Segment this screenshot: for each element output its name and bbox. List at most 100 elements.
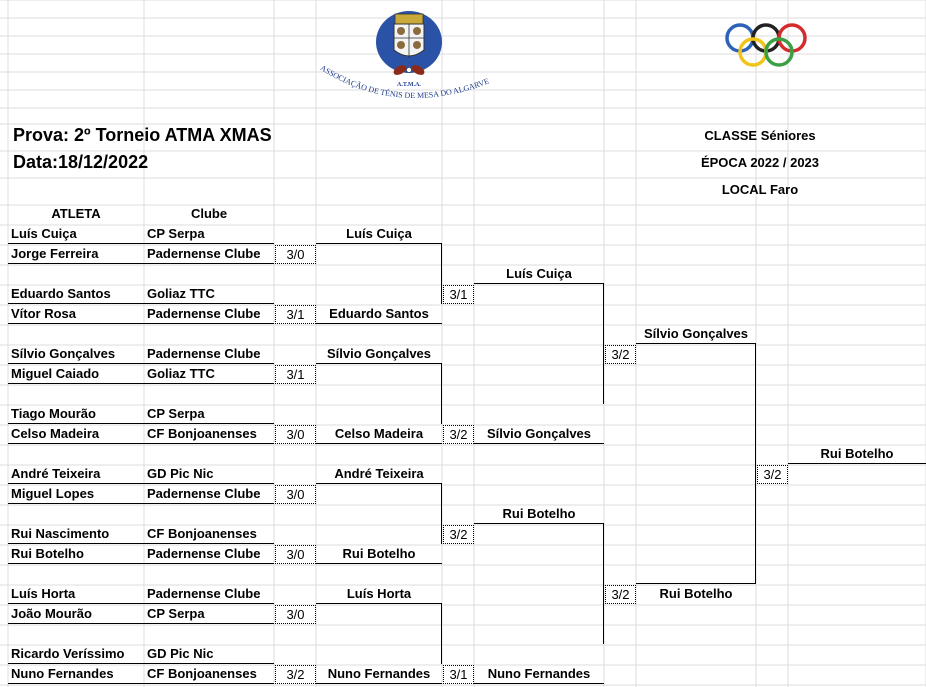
- round1-winner: Luís Cuiça: [346, 226, 412, 241]
- round2-winner: Luís Cuiça: [506, 266, 572, 281]
- player-underline: [8, 543, 274, 544]
- athlete-column-header: ATLETA: [51, 206, 101, 221]
- player-club: CF Bonjoanenses: [147, 426, 257, 441]
- final-line: [788, 463, 926, 464]
- player-name: Luís Horta: [11, 586, 76, 601]
- player-club: CP Serpa: [147, 226, 205, 241]
- player-name: Jorge Ferreira: [11, 246, 99, 261]
- player-club: CF Bonjoanenses: [147, 526, 257, 541]
- olympic-rings-icon: [725, 23, 807, 67]
- bracket-line: [603, 523, 604, 644]
- player-name: Miguel Lopes: [11, 486, 95, 501]
- bracket-line: [474, 683, 604, 684]
- player-name: João Mourão: [11, 606, 92, 621]
- final-score: 3/2: [757, 465, 788, 484]
- bracket-line: [603, 283, 604, 404]
- player-name: André Teixeira: [11, 466, 101, 481]
- round1-winner: Eduardo Santos: [329, 306, 429, 321]
- bracket-line: [316, 603, 442, 604]
- bracket-line: [474, 523, 604, 524]
- round1-winner: André Teixeira: [334, 466, 424, 481]
- bracket-line: [755, 343, 756, 584]
- player-underline: [8, 483, 274, 484]
- player-underline: [8, 303, 274, 304]
- player-name: Ricardo Veríssimo: [11, 646, 125, 661]
- player-underline: [8, 603, 274, 604]
- player-club: Padernense Clube: [147, 306, 261, 321]
- bracket-line: [316, 683, 442, 684]
- player-underline: [8, 663, 274, 664]
- bracket-line: [441, 603, 442, 664]
- player-underline: [8, 683, 274, 684]
- player-name: Nuno Fernandes: [11, 666, 114, 681]
- club-column-header: Clube: [190, 206, 228, 221]
- bracket-line: [636, 583, 756, 584]
- bracket-line: [316, 323, 442, 324]
- round2-score: 3/2: [443, 525, 474, 544]
- player-club: CP Serpa: [147, 406, 205, 421]
- player-underline: [8, 503, 274, 504]
- round1-score: 3/0: [275, 605, 316, 624]
- player-club: Goliaz TTC: [147, 286, 215, 301]
- round1-winner: Sílvio Gonçalves: [326, 346, 432, 361]
- player-club: Padernense Clube: [147, 546, 261, 561]
- bracket-line: [316, 443, 442, 444]
- player-underline: [8, 563, 274, 564]
- round1-score: 3/0: [275, 245, 316, 264]
- player-club: CP Serpa: [147, 606, 205, 621]
- player-club: Padernense Clube: [147, 486, 261, 501]
- final-winner: Rui Botelho: [820, 446, 894, 461]
- svg-text:A.T.M.A.: A.T.M.A.: [397, 82, 421, 88]
- round1-winner: Nuno Fernandes: [327, 666, 431, 681]
- round1-score: 3/0: [275, 425, 316, 444]
- player-club: GD Pic Nic: [147, 646, 214, 661]
- player-name: Tiago Mourão: [11, 406, 96, 421]
- round2-score: 3/1: [443, 285, 474, 304]
- round1-score: 3/0: [275, 485, 316, 504]
- round3-score: 3/2: [605, 345, 636, 364]
- player-underline: [8, 263, 274, 264]
- round2-winner: Sílvio Gonçalves: [486, 426, 592, 441]
- player-name: Rui Nascimento: [11, 526, 110, 541]
- round1-score: 3/2: [275, 665, 316, 684]
- atma-logo: A.T.M.A. ASSOCIAÇÃO DE TÉNIS DE MESA DO …: [310, 0, 530, 118]
- player-club: GD Pic Nic: [147, 466, 214, 481]
- bracket-line: [441, 483, 442, 544]
- tournament-date: Data:18/12/2022: [13, 152, 149, 172]
- bracket-line: [474, 443, 604, 444]
- player-underline: [8, 383, 274, 384]
- player-club: Goliaz TTC: [147, 366, 215, 381]
- bracket-line: [316, 243, 442, 244]
- player-underline: [8, 363, 274, 364]
- bracket-line: [316, 483, 442, 484]
- player-underline: [8, 443, 274, 444]
- classe-label: CLASSE Séniores: [704, 128, 816, 143]
- epoca-label: ÉPOCA 2022 / 2023: [700, 155, 820, 170]
- round1-score: 3/0: [275, 545, 316, 564]
- bracket-line: [441, 243, 442, 304]
- round3-score: 3/2: [605, 585, 636, 604]
- tournament-title: Prova: 2º Torneio ATMA XMAS: [13, 125, 272, 145]
- player-underline: [8, 243, 274, 244]
- bracket-line: [636, 343, 756, 344]
- bracket-line: [316, 363, 442, 364]
- player-club: Padernense Clube: [147, 586, 261, 601]
- bracket-line: [474, 283, 604, 284]
- player-name: Vítor Rosa: [11, 306, 77, 321]
- player-underline: [8, 323, 274, 324]
- round2-score: 3/1: [443, 665, 474, 684]
- round1-winner: Rui Botelho: [342, 546, 416, 561]
- round1-score: 3/1: [275, 305, 316, 324]
- round1-winner: Celso Madeira: [334, 426, 424, 441]
- player-club: Padernense Clube: [147, 246, 261, 261]
- round1-score: 3/1: [275, 365, 316, 384]
- round1-winner: Luís Horta: [346, 586, 412, 601]
- player-club: CF Bonjoanenses: [147, 666, 257, 681]
- round2-score: 3/2: [443, 425, 474, 444]
- player-name: Sílvio Gonçalves: [11, 346, 116, 361]
- atma-crest-icon: A.T.M.A. ASSOCIAÇÃO DE TÉNIS DE MESA DO …: [319, 11, 490, 100]
- local-label: LOCAL Faro: [721, 182, 799, 197]
- bracket-line: [316, 563, 442, 564]
- player-name: Luís Cuiça: [11, 226, 77, 241]
